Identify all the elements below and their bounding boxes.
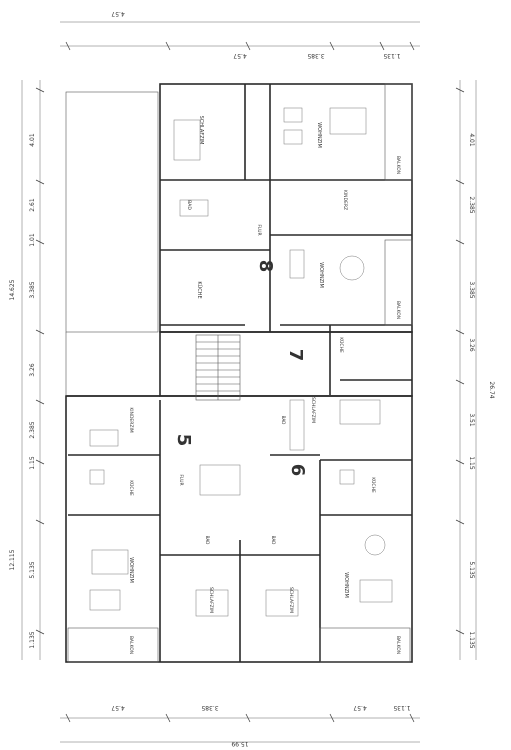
right-dim-total: 26.74 bbox=[488, 381, 495, 398]
left-dim-total-b: 12.115 bbox=[9, 549, 16, 570]
room-balkon-bl: BALKON bbox=[128, 636, 134, 654]
room-balkon-br: BALKON bbox=[395, 636, 401, 654]
room-kuche-7: KÜCHE bbox=[338, 337, 345, 353]
top-dim-4: 1.135 bbox=[383, 52, 400, 59]
bottom-dim-3: 4.57 bbox=[353, 704, 367, 711]
dimension-lines bbox=[21, 21, 477, 743]
room-kinderz-top: KINDERZ bbox=[342, 190, 348, 210]
room-bad-6: BAD bbox=[271, 536, 276, 545]
right-dim-2: 2.385 bbox=[468, 196, 475, 213]
room-schlafzim-7: SCHLAFZIM bbox=[310, 397, 316, 423]
right-dim-6: 5.135 bbox=[468, 561, 475, 578]
room-kuche-5: KÜCHE bbox=[128, 480, 135, 496]
unit-number-8: 8 bbox=[255, 260, 276, 273]
unit-number-5: 5 bbox=[173, 434, 194, 447]
top-dim-2: 3.385 bbox=[307, 52, 324, 59]
bottom-dim-2: 3.385 bbox=[201, 704, 218, 711]
room-bad-5: BAD bbox=[205, 536, 210, 545]
right-dim-3: 3.51 bbox=[468, 413, 475, 427]
left-dim-2: 3.26 bbox=[29, 363, 36, 377]
balconies bbox=[65, 83, 413, 663]
staircase bbox=[195, 334, 241, 401]
top-dim-3: 4.57 bbox=[233, 52, 247, 59]
right-dim-8: 3.385 bbox=[468, 281, 475, 298]
unit-number-6: 6 bbox=[287, 464, 308, 477]
bottom-dim-total: 15.99 bbox=[231, 740, 248, 747]
top-dim-1: 4.57 bbox=[111, 10, 125, 17]
right-dim-7: 1.135 bbox=[468, 631, 475, 648]
left-dim-9: 1.135 bbox=[29, 631, 36, 648]
left-dim-4: 1.01 bbox=[29, 233, 36, 247]
room-wohnzim-6: WOHNZIM bbox=[343, 572, 349, 598]
room-schlafzim-top: SCHLAFZIM bbox=[198, 116, 204, 145]
left-dim-6: 2.385 bbox=[29, 421, 36, 438]
room-kuche-6: KÜCHE bbox=[370, 477, 377, 493]
left-dim-3: 2.61 bbox=[29, 198, 36, 212]
room-schlafzim-6: SCHLAFZIM bbox=[288, 587, 294, 613]
room-wohnzim-5: WOHNZIM bbox=[128, 557, 134, 583]
room-balkon-r2: BALKON bbox=[395, 301, 401, 319]
left-dim-total-a: 14.625 bbox=[9, 279, 16, 300]
bottom-dim-1: 4.57 bbox=[111, 704, 125, 711]
unit-number-7: 7 bbox=[285, 349, 306, 362]
room-schlafzim-5: SCHLAFZIM bbox=[208, 587, 214, 613]
right-dim-4: 3.26 bbox=[468, 338, 475, 352]
left-dim-8: 5.135 bbox=[29, 561, 36, 578]
right-dim-1: 4.01 bbox=[468, 133, 475, 147]
right-dim-5: 1.15 bbox=[468, 456, 475, 470]
building-walls bbox=[65, 83, 413, 663]
left-dim-7: 1.15 bbox=[29, 456, 36, 470]
bottom-dim-4: 1.135 bbox=[393, 704, 410, 711]
left-dim-1: 3.385 bbox=[29, 281, 36, 298]
room-bad-top: BAD bbox=[186, 200, 192, 210]
room-wohnzim-top: WOHNZIM bbox=[316, 122, 322, 148]
left-dim-5: 4.01 bbox=[29, 133, 36, 147]
room-bad-7: BAD bbox=[281, 416, 286, 425]
room-kinderz-5: KINDERZIM bbox=[128, 407, 134, 432]
furniture bbox=[89, 107, 393, 617]
room-balkon-tr: BALKON bbox=[395, 156, 401, 174]
room-kuche-8: KÜCHE bbox=[196, 281, 203, 298]
room-wohnzim-8: WOHNZIM bbox=[318, 262, 324, 288]
room-flur-5: FLUR bbox=[178, 474, 184, 485]
room-flur-top: FLUR bbox=[256, 224, 262, 235]
